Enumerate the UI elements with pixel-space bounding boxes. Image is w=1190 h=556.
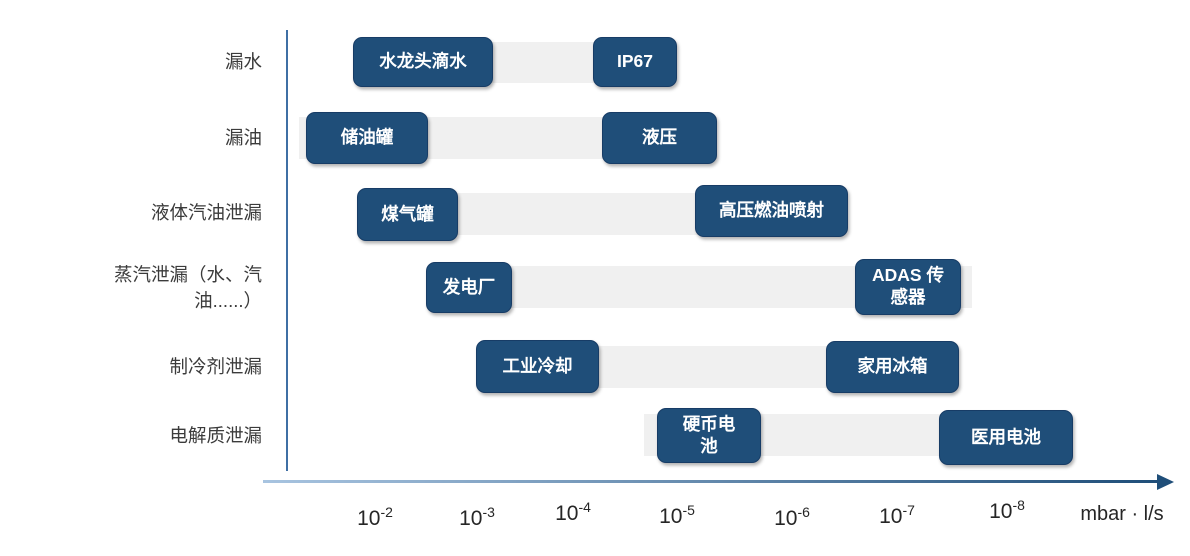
category-label: 蒸汽泄漏（水、汽油......） (113, 264, 262, 311)
tick-base: 10 (659, 505, 683, 528)
x-axis-line (263, 480, 1159, 483)
range-box-end: 家用冰箱 (826, 341, 959, 393)
x-axis-arrow-icon (1157, 473, 1174, 490)
tick-base: 10 (989, 500, 1013, 523)
tick-base: 10 (555, 502, 579, 525)
y-axis-line (286, 30, 288, 471)
range-box-end: 液压 (602, 112, 717, 164)
range-box-start: 工业冷却 (476, 340, 599, 393)
range-box-start: 发电厂 (426, 262, 512, 313)
x-tick-10-3: 10-3 (459, 504, 495, 531)
x-tick-10-7: 10-7 (879, 502, 915, 529)
tick-exponent: -3 (482, 504, 495, 520)
range-box-end: IP67 (593, 37, 677, 87)
tick-base: 10 (357, 507, 381, 530)
range-box-start: 煤气罐 (357, 188, 458, 241)
category-label: 电解质泄漏 (169, 425, 262, 447)
x-tick-10-8: 10-8 (989, 497, 1025, 524)
range-box-end: ADAS 传感器 (855, 259, 961, 315)
range-box-end: 高压燃油喷射 (695, 185, 848, 237)
tick-base: 10 (879, 505, 903, 528)
range-box-end: 医用电池 (939, 410, 1073, 465)
category-label: 漏水 (224, 51, 262, 73)
tick-base: 10 (459, 507, 483, 530)
category-label: 制冷剂泄漏 (169, 356, 262, 378)
tick-exponent: -7 (902, 502, 915, 518)
x-tick-10-5: 10-5 (659, 502, 695, 529)
tick-exponent: -8 (1012, 497, 1025, 513)
tick-exponent: -4 (578, 499, 591, 515)
range-box-start: 硬币电池 (657, 408, 761, 463)
tick-exponent: -6 (797, 504, 810, 520)
range-box-start: 储油罐 (306, 112, 428, 164)
tick-exponent: -5 (682, 502, 695, 518)
category-label: 漏油 (224, 127, 262, 149)
x-tick-10-2: 10-2 (357, 504, 393, 531)
tick-base: 10 (774, 507, 798, 530)
tick-exponent: -2 (380, 504, 393, 520)
x-tick-10-6: 10-6 (774, 504, 810, 531)
x-axis-unit-label: mbar · l/s (1080, 503, 1164, 525)
x-tick-10-4: 10-4 (555, 499, 591, 526)
category-label: 液体汽油泄漏 (150, 202, 262, 224)
range-box-start: 水龙头滴水 (353, 37, 493, 87)
